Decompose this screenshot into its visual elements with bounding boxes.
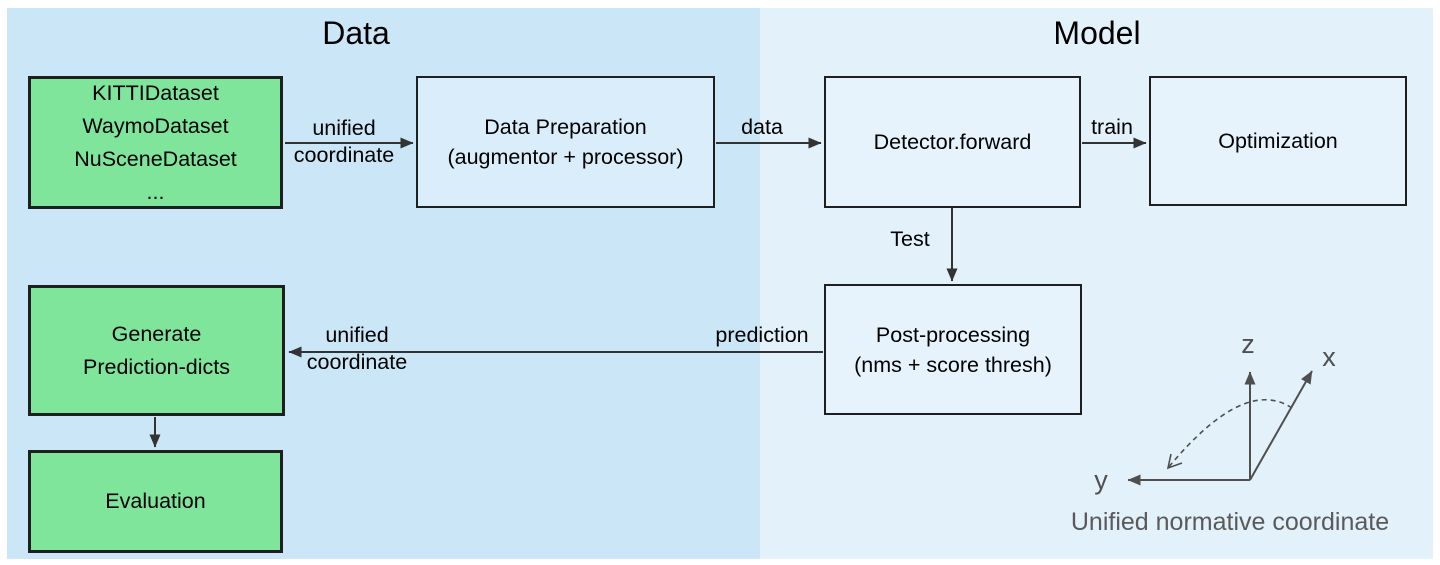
edge-label-train: train — [1091, 115, 1133, 139]
datasets-box: KITTIDataset WaymoDataset NuSceneDataset… — [28, 76, 283, 209]
edge-label-prediction: prediction — [715, 323, 809, 347]
box-label-line: Detector.forward — [873, 130, 1032, 154]
coordinate-caption: Unified normative coordinate — [1070, 508, 1390, 536]
box-label-line: ... — [146, 179, 165, 204]
box-label-line: (nms + score thresh) — [854, 352, 1052, 377]
box-label-line: (augmentor + processor) — [447, 145, 684, 169]
box-label-line: WaymoDataset — [82, 113, 229, 138]
data-preparation-box: Data Preparation (augmentor + processor) — [416, 76, 715, 208]
edge-label-unified-coordinate-out: unified coordinate — [307, 322, 407, 376]
box-label-line: Prediction-dicts — [83, 354, 230, 379]
edge-label-line: coordinate — [306, 350, 408, 374]
box-label-line: KITTIDataset — [92, 80, 219, 105]
edge-label-line: coordinate — [293, 143, 395, 167]
model-section-title: Model — [1053, 15, 1141, 51]
box-label-line: Data Preparation — [484, 115, 647, 139]
generate-prediction-dicts-box: Generate Prediction-dicts — [28, 285, 285, 416]
edge-label-test: Test — [890, 227, 930, 251]
box-label-line: NuSceneDataset — [74, 146, 237, 171]
box-label-line: Post-processing — [875, 322, 1031, 347]
edge-label-data: data — [741, 115, 783, 139]
post-processing-box: Post-processing (nms + score thresh) — [824, 284, 1082, 415]
data-section-title: Data — [322, 15, 390, 51]
detector-forward-box: Detector.forward — [824, 76, 1081, 208]
edge-label-line: unified — [325, 323, 389, 347]
box-label-line: Optimization — [1218, 129, 1338, 153]
edge-label-line: unified — [312, 116, 376, 140]
edge-label-unified-coordinate-in: unified coordinate — [294, 115, 394, 169]
evaluation-box: Evaluation — [28, 450, 283, 553]
optimization-box: Optimization — [1149, 76, 1407, 206]
box-label-line: Generate — [111, 321, 202, 346]
box-label-line: Evaluation — [105, 489, 206, 513]
